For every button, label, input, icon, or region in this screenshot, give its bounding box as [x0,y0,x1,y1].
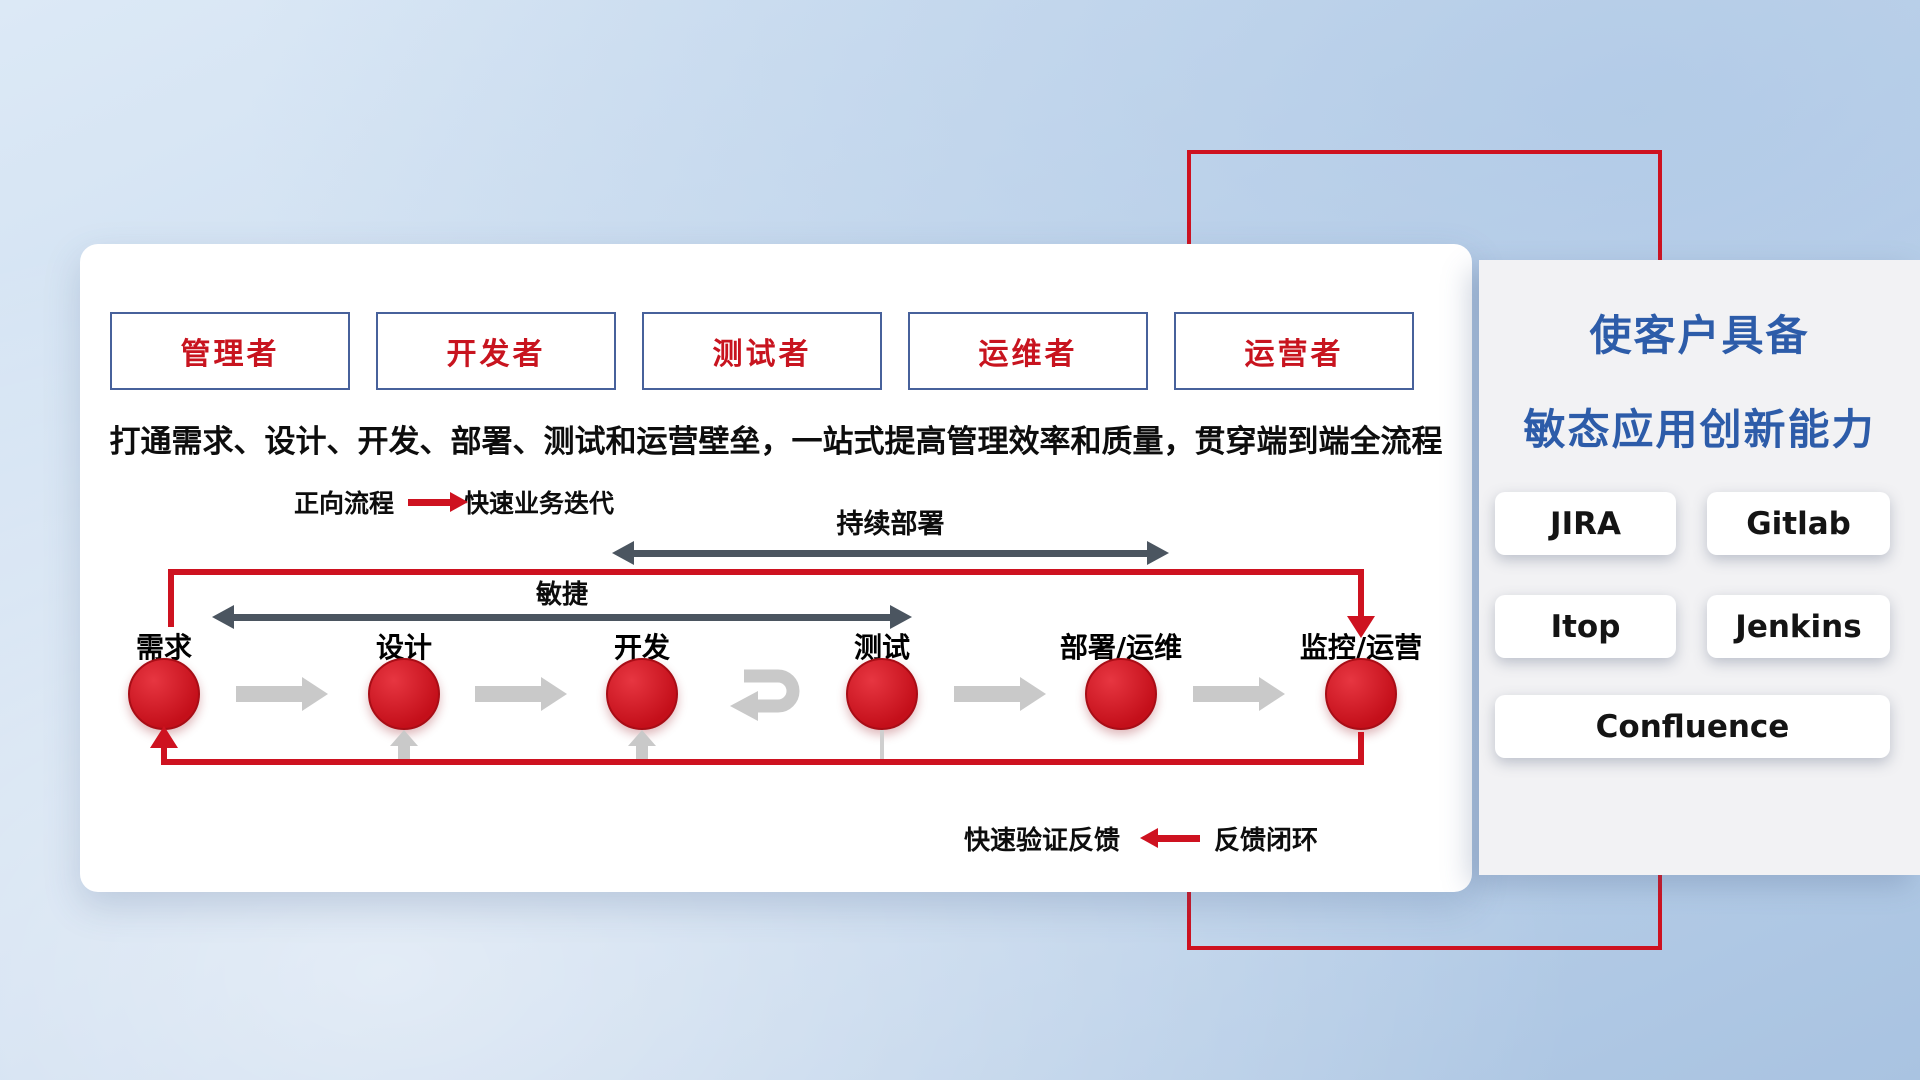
feedback-legend-desc: 反馈闭环 [1214,826,1319,856]
agile-span-arrow-icon [212,605,912,629]
tool-chip-gitlab: Gitlab [1707,492,1890,555]
panel-title-line2: 敏态应用创新能力 [1523,405,1876,454]
feedback-legend: 快速验证反馈 反馈闭环 [964,820,1318,857]
forward-flow-line-right [1358,569,1364,617]
agile-span-label: 敏捷 [535,580,588,610]
forward-arrow-icon [408,491,469,512]
tool-chip-itop: Itop [1495,595,1676,658]
role-box-tester: 测试者 [642,312,882,390]
panel-title-line1: 使客户具备 [1589,311,1810,360]
forward-flow-line [168,569,1364,575]
capability-panel: 使客户具备 敏态应用创新能力 JIRA Gitlab Itop Jenkins … [1479,260,1920,875]
feedback-loop-line-right [1358,732,1364,765]
feedback-arrow-icon [1140,828,1201,848]
loop-arrow-icon [730,669,800,721]
stage-circle-requirement [128,658,200,730]
forward-legend-label: 正向流程 [294,489,395,518]
drop-line [880,730,884,760]
forward-flow-arrowhead-icon [1347,616,1375,638]
role-box-developer: 开发者 [376,312,616,390]
feedback-loop-line-left [161,747,167,765]
flow-arrow-icon [236,677,328,711]
tool-chip-jenkins: Jenkins [1707,595,1890,658]
flow-arrow-icon [1193,677,1285,711]
stage-circle-design [368,658,440,730]
stage-circle-deploy-ops [1085,658,1157,730]
stage-circle-develop [606,658,678,730]
forward-flow-line-left [168,569,174,627]
flow-arrow-icon [475,677,567,711]
role-box-ops: 运维者 [908,312,1148,390]
feedback-legend-label: 快速验证反馈 [964,826,1121,856]
up-arrow-icon [390,730,418,761]
forward-legend-desc: 快速业务迭代 [464,489,615,518]
stage-circle-test [846,658,918,730]
deploy-span-arrow-icon [612,541,1169,565]
role-box-manager: 管理者 [110,312,350,390]
forward-legend: 正向流程 快速业务迭代 [294,484,614,520]
flow-arrow-icon [954,677,1046,711]
deploy-span-label: 持续部署 [836,509,945,540]
feedback-arrowhead-icon [150,726,178,748]
tool-chip-confluence: Confluence [1495,695,1890,758]
tool-chip-jira: JIRA [1495,492,1676,555]
feedback-loop-line [164,759,1364,765]
stage-circle-monitor [1325,658,1397,730]
card-subtitle: 打通需求、设计、开发、部署、测试和运营壁垒，一站式提高管理效率和质量，贯穿端到端… [109,424,1443,460]
up-arrow-icon [628,730,656,761]
role-box-operator: 运营者 [1174,312,1414,390]
workflow-card: 管理者 开发者 测试者 运维者 运营者 打通需求、设计、开发、部署、测试和运营壁… [80,244,1472,892]
